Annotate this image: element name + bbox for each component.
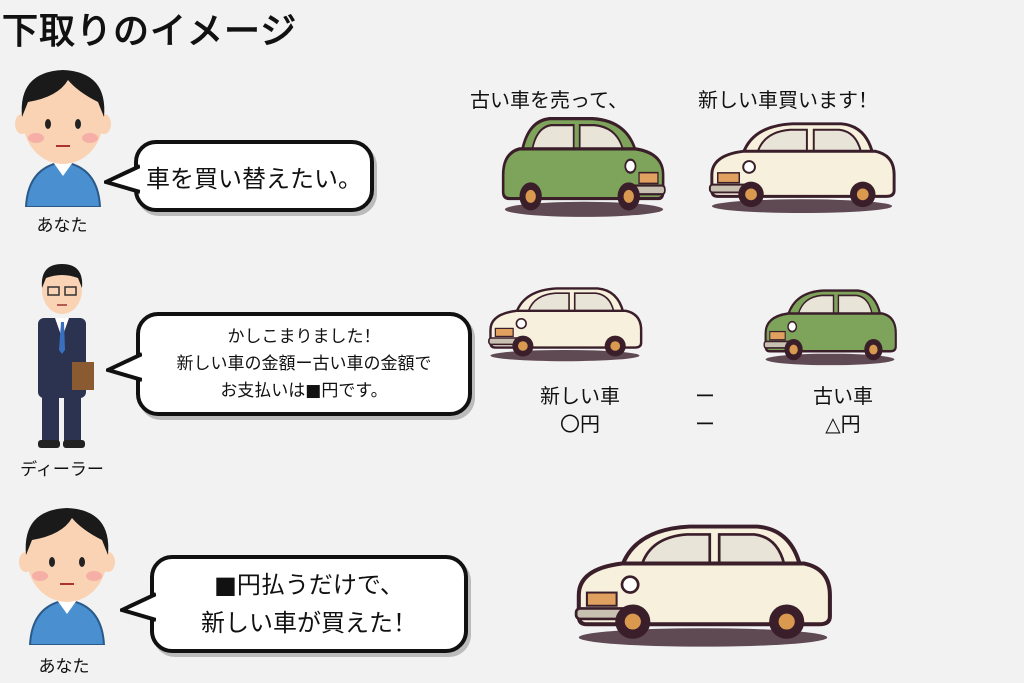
buy-caption: 新しい車買います！ [698, 88, 878, 112]
new-car-price: 〇円 [560, 412, 600, 436]
bubble-text: お支払いは■円です。 [220, 380, 388, 401]
old-car-image [760, 284, 900, 366]
minus-sign: ー [695, 412, 715, 436]
speaker-label: ディーラー [20, 460, 104, 480]
bubble-tail [104, 164, 140, 194]
bubble-text: 車を買い替えたい。 [146, 164, 362, 193]
dealer-avatar [38, 264, 94, 448]
bubble-text: 新しい車が買えた！ [201, 609, 417, 637]
minus-sign: ー [695, 384, 715, 408]
speech-bubble: かしこまりました！ 新しい車の金額ー古い車の金額で お支払いは■円です。 [106, 312, 472, 416]
new-car-image [704, 116, 900, 214]
page-title: 下取りのイメージ [2, 11, 298, 52]
old-car-price: △円 [825, 412, 861, 436]
bubble-text: かしこまりました！ [227, 326, 381, 347]
new-car-image [484, 282, 646, 362]
bubble-text: 新しい車の金額ー古い車の金額で [176, 353, 432, 374]
bubble-tail [120, 592, 156, 622]
speech-bubble: 車を買い替えたい。 [104, 140, 374, 212]
formula-operator: ー ー [635, 382, 775, 438]
customer-avatar [19, 508, 115, 645]
new-car-image [568, 516, 838, 648]
formula-old-car: 古い車 △円 [773, 382, 913, 438]
formula-new-car: 新しい車 〇円 [510, 382, 650, 438]
speaker-label: あなた [38, 657, 90, 677]
speaker-label: あなた [36, 216, 88, 236]
bubble-text: ■円払うだけで、 [214, 571, 404, 599]
new-car-label: 新しい車 [540, 384, 620, 408]
sell-caption: 古い車を売って、 [470, 88, 628, 112]
customer-avatar [15, 70, 111, 207]
old-car-label: 古い車 [813, 384, 873, 408]
bubble-tail [106, 352, 142, 382]
old-car-image [498, 110, 670, 218]
speech-bubble: ■円払うだけで、 新しい車が買えた！ [120, 555, 468, 653]
